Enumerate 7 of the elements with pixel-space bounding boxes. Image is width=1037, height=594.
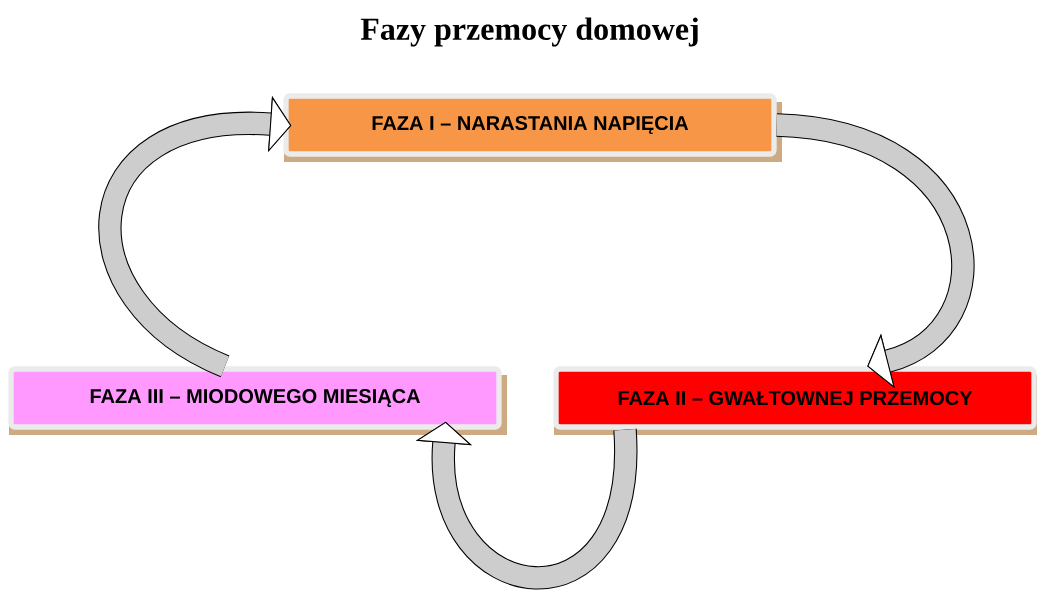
phase-box: FAZA I – NARASTANIA NAPIĘCIA xyxy=(283,93,782,162)
curved-arrow xyxy=(98,96,292,377)
curved-arrow xyxy=(415,421,637,590)
phase-box: FAZA III – MIODOWEGO MIESIĄCA xyxy=(8,366,507,435)
phase-box: FAZA II – GWAŁTOWNEJ PRZEMOCY xyxy=(553,366,1037,435)
curved-arrow xyxy=(775,113,975,389)
title: Fazy przemocy domowej xyxy=(360,17,698,47)
